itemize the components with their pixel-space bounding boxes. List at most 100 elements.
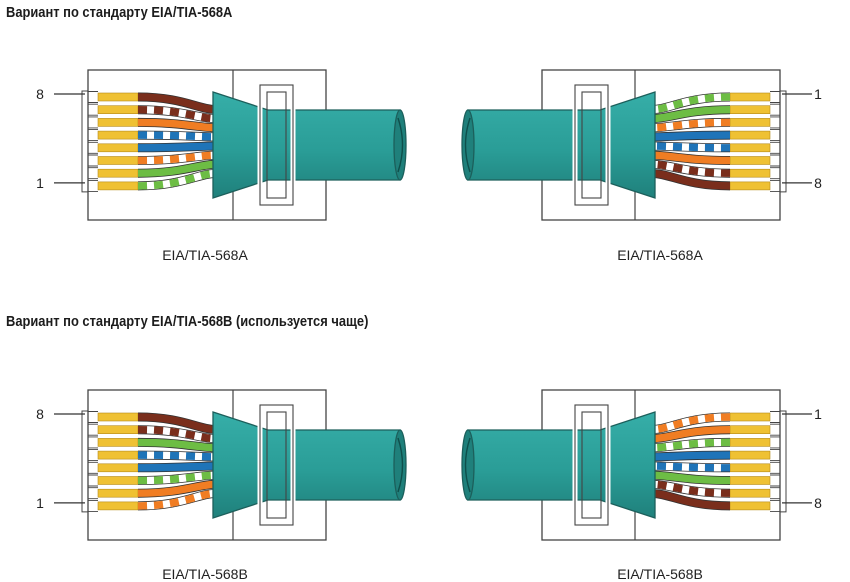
gold-contact <box>729 412 771 422</box>
latch-inner <box>266 411 287 519</box>
contact-comb <box>88 91 98 192</box>
wire-stripe <box>137 451 217 461</box>
pin-number-top: 1 <box>814 406 822 422</box>
wire-blue <box>137 462 217 472</box>
wire-stripe <box>651 438 731 452</box>
gold-contact <box>729 438 771 447</box>
wire-stripe <box>137 131 217 141</box>
gold-contact <box>97 463 139 473</box>
latch-inner <box>581 411 602 519</box>
wire-stripe <box>137 106 217 123</box>
latch-inner <box>266 91 287 199</box>
heading-variant-a: Вариант по стандарту EIA/TIA-568A <box>6 4 233 21</box>
gold-contact <box>729 143 771 153</box>
wire-green <box>651 106 731 123</box>
latch-frame <box>574 84 609 206</box>
gold-contact <box>97 425 139 435</box>
gold-contact <box>97 92 139 102</box>
wire-blue <box>651 131 731 141</box>
latch-frame <box>574 404 609 526</box>
wire-blue <box>651 451 731 461</box>
wire-stripe <box>137 489 217 510</box>
wire-brown <box>651 489 731 510</box>
cable-cut-line <box>397 117 404 173</box>
cable-cut-line <box>397 437 404 493</box>
contact-bracket <box>81 90 88 193</box>
pin-number-top: 8 <box>36 86 44 102</box>
cable-cut-end <box>461 429 475 501</box>
connector-caption: EIA/TIA-568B <box>162 566 248 582</box>
connector-caption: EIA/TIA-568A <box>617 247 703 263</box>
heading-variant-b: Вариант по стандарту EIA/TIA-568B (испол… <box>6 313 369 330</box>
wire-green <box>137 438 217 452</box>
latch-frame <box>259 84 294 206</box>
wire-stripe <box>651 142 731 152</box>
cable-cut-end <box>461 109 475 181</box>
pin-number-bottom: 1 <box>36 495 44 511</box>
gold-contact <box>729 476 771 485</box>
gold-contact <box>97 412 139 422</box>
gold-contact <box>729 92 771 102</box>
gold-contact <box>97 450 139 460</box>
pin-number-bottom: 8 <box>814 175 822 191</box>
wire-stripe <box>651 118 731 132</box>
wire-brown <box>651 169 731 190</box>
gold-contact <box>97 130 139 140</box>
wire-brown <box>137 93 217 114</box>
contact-bracket <box>780 90 787 193</box>
pin-number-top: 8 <box>36 406 44 422</box>
gold-contact <box>729 118 771 127</box>
gold-contact <box>97 105 139 114</box>
wire-brown <box>137 413 217 434</box>
wire-stripe <box>137 426 217 443</box>
gold-contact <box>729 488 771 498</box>
wire-stripe <box>651 480 731 497</box>
connector-caption: EIA/TIA-568B <box>617 566 703 582</box>
gold-contact <box>97 168 139 178</box>
gold-contact <box>97 118 139 127</box>
wire-orange <box>137 118 217 132</box>
gold-contact <box>97 181 139 191</box>
gold-contact <box>97 501 139 511</box>
contact-bracket <box>780 410 787 513</box>
wire-stripe <box>651 160 731 177</box>
latch-inner <box>581 91 602 199</box>
gold-contact <box>729 425 771 435</box>
wire-blue <box>137 142 217 152</box>
pin-number-bottom: 1 <box>36 175 44 191</box>
gold-contact <box>97 488 139 498</box>
wire-stripe <box>137 151 217 165</box>
wire-green <box>137 160 217 177</box>
cable-cut-line <box>464 437 471 493</box>
gold-contact <box>97 143 139 153</box>
gold-contact <box>729 168 771 178</box>
pin-number-bottom: 8 <box>814 495 822 511</box>
connector-caption: EIA/TIA-568A <box>162 247 248 263</box>
wire-orange <box>651 151 731 165</box>
gold-contact <box>729 450 771 460</box>
wire-orange <box>137 480 217 497</box>
gold-contact <box>729 130 771 140</box>
wire-green <box>651 471 731 485</box>
cable-cut-line <box>464 117 471 173</box>
contact-comb <box>88 411 98 512</box>
contact-bracket <box>81 410 88 513</box>
gold-contact <box>729 156 771 165</box>
cable-cut-end <box>393 109 407 181</box>
gold-contact <box>729 181 771 191</box>
wire-orange <box>651 426 731 443</box>
wire-stripe <box>651 413 731 434</box>
gold-contact <box>729 105 771 114</box>
cable-cut-end <box>393 429 407 501</box>
pin-number-top: 1 <box>814 86 822 102</box>
latch-frame <box>259 404 294 526</box>
wire-stripe <box>137 471 217 485</box>
gold-contact <box>729 463 771 473</box>
gold-contact <box>729 501 771 511</box>
wire-stripe <box>651 93 731 114</box>
